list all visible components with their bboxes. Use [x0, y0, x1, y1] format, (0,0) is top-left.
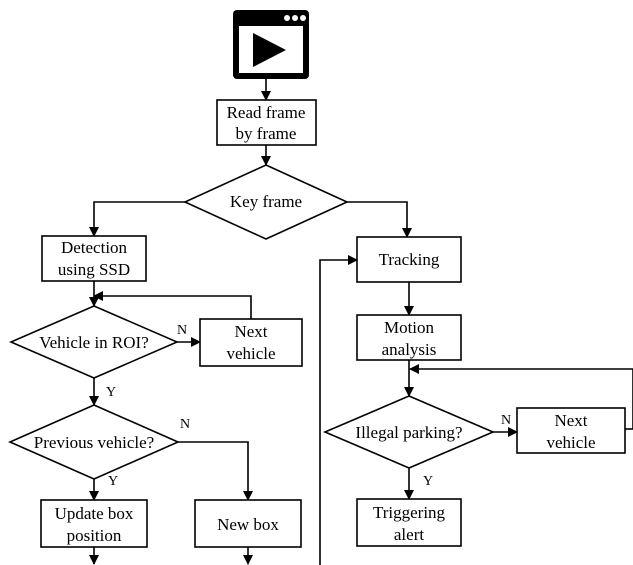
triggering-line1: Triggering: [373, 503, 446, 522]
tracking-label: Tracking: [379, 250, 440, 269]
detection-line2: using SSD: [58, 260, 130, 279]
roi-no-label: N: [177, 323, 187, 338]
illegal-parking-label: Illegal parking?: [355, 423, 462, 442]
new-box-box: New box: [194, 499, 302, 548]
next-vehicle-left-line2: vehicle: [226, 344, 275, 363]
roi-yes-label: Y: [106, 385, 116, 400]
previous-vehicle-decision: Previous vehicle?: [8, 404, 180, 480]
triggering-line2: alert: [394, 525, 424, 544]
parking-no-label: N: [501, 413, 511, 428]
arrow-next-right-loop: [409, 364, 633, 429]
read-frame-line2: by frame: [236, 124, 297, 143]
new-box-label: New box: [217, 515, 279, 534]
next-vehicle-right-box: Next vehicle: [516, 407, 626, 454]
detection-box: Detection using SSD: [41, 235, 147, 282]
arrow-next-vehicle-loop: [93, 291, 252, 319]
next-vehicle-left-line1: Next: [234, 322, 267, 341]
motion-analysis-box: Motion analysis: [356, 314, 462, 361]
arrow-key-to-detection: [89, 201, 185, 237]
parking-yes-label: Y: [423, 474, 433, 489]
detection-line1: Detection: [61, 238, 128, 257]
key-frame-label: Key frame: [230, 192, 302, 211]
key-frame-decision: Key frame: [183, 164, 349, 240]
previous-vehicle-label: Previous vehicle?: [34, 433, 154, 452]
arrow-key-to-tracking: [347, 201, 412, 238]
arrow-feedback-to-tracking: [319, 255, 358, 565]
read-frame-box: Read frame by frame: [216, 99, 317, 146]
vehicle-roi-decision: Vehicle in ROI?: [8, 305, 180, 379]
video-player-icon: [233, 10, 309, 79]
prev-no-label: N: [180, 417, 190, 432]
read-frame-line1: Read frame: [227, 103, 306, 122]
update-box-box: Update box position: [40, 499, 148, 548]
next-vehicle-left-box: Next vehicle: [199, 318, 303, 367]
triggering-alert-box: Triggering alert: [356, 498, 462, 547]
next-vehicle-right-line1: Next: [554, 411, 587, 430]
illegal-parking-decision: Illegal parking?: [322, 395, 496, 469]
prev-yes-label: Y: [108, 474, 118, 489]
tracking-box: Tracking: [356, 236, 462, 283]
motion-line1: Motion: [384, 318, 435, 337]
next-vehicle-right-line2: vehicle: [546, 433, 595, 452]
motion-line2: analysis: [382, 340, 437, 359]
vehicle-roi-label: Vehicle in ROI?: [39, 333, 149, 352]
arrow-previous-to-newbox: [178, 441, 253, 501]
update-box-line2: position: [67, 526, 122, 545]
update-box-line1: Update box: [55, 504, 134, 523]
